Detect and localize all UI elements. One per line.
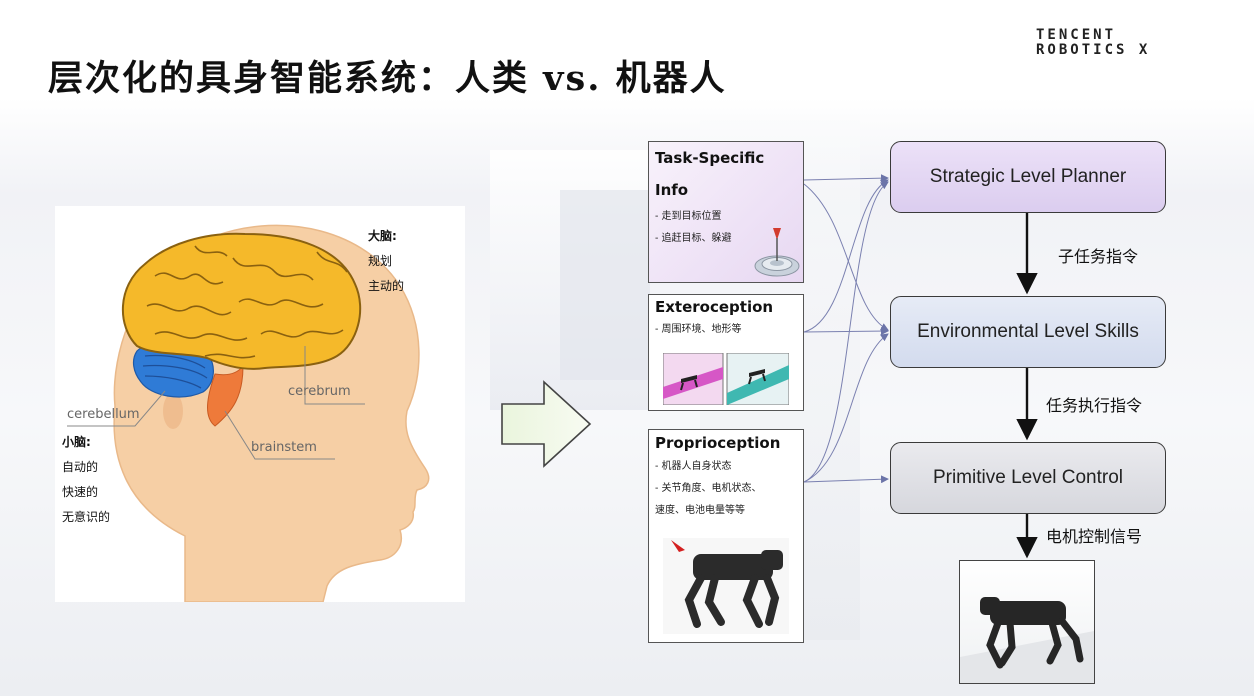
- logo-line-1: TENCENT: [1036, 27, 1117, 43]
- dano-heading: 大脑:: [368, 229, 397, 243]
- xiaonao-line: 自动的: [62, 460, 99, 474]
- logo-line-2: ROBOTICS X: [1036, 42, 1151, 58]
- background-light-panel: [560, 190, 650, 380]
- primitive-level-control-box: Primitive Level Control: [890, 442, 1166, 514]
- cerebrum-folds: [146, 245, 348, 359]
- motor-control-signal-label: 电机控制信号: [1046, 527, 1143, 546]
- xiaonao-annotation: 小脑: 自动的 快速的 无意识的: [62, 430, 110, 530]
- task-specific-info-box: Task-Specific Info - 走到目标位置 - 追赶目标、躲避: [648, 141, 804, 283]
- brain-illustration: [67, 224, 430, 602]
- environmental-level-skills-box: Environmental Level Skills: [890, 296, 1166, 368]
- ear: [163, 393, 183, 429]
- robot-dog-image: [960, 597, 1094, 683]
- task-bullet: - 走到目标位置: [655, 211, 722, 222]
- terrain-images: [663, 353, 789, 405]
- cerebellum-leader-line: [67, 390, 166, 427]
- proprioception-bullet: 速度、电池电量等等: [655, 505, 745, 516]
- task-specific-title-line2: Info: [655, 181, 689, 199]
- xiaonao-line: 无意识的: [62, 510, 111, 524]
- exteroception-title: Exteroception: [655, 298, 774, 316]
- target-icon: [754, 228, 800, 277]
- dano-line: 主动的: [368, 279, 405, 293]
- robot-dog-image: [663, 538, 789, 634]
- cerebellum-label: cerebellum: [67, 407, 140, 422]
- dano-line: 规划: [368, 254, 393, 268]
- proprioception-bullet: - 机器人自身状态: [655, 461, 732, 472]
- proprioception-box: Proprioception - 机器人自身状态 - 关节角度、电机状态、 速度…: [648, 429, 804, 643]
- tencent-robotics-logo: TENCENT ROBOTICS X: [1036, 28, 1150, 58]
- task-specific-title-line1: Task-Specific: [655, 149, 765, 167]
- brain-illustration-panel: cerebrum cerebellum brainstem 大脑: 规划 主动的…: [55, 206, 465, 602]
- proprioception-title: Proprioception: [655, 434, 781, 452]
- right-arrow-icon: [501, 380, 592, 468]
- subtask-command-label: 子任务指令: [1058, 247, 1139, 266]
- exteroception-bullet: - 周围环境、地形等: [655, 324, 742, 335]
- slide-title: 层次化的具身智能系统：人类 vs. 机器人: [48, 58, 727, 99]
- task-execution-command-label: 任务执行指令: [1046, 396, 1143, 415]
- xiaonao-heading: 小脑:: [62, 435, 91, 449]
- task-bullet: - 追赶目标、躲避: [655, 233, 732, 244]
- robot-output-image: [959, 560, 1095, 684]
- brainstem-label: brainstem: [251, 440, 317, 455]
- cerebrum-label: cerebrum: [288, 384, 351, 399]
- brainstem: [207, 364, 244, 427]
- xiaonao-line: 快速的: [62, 485, 99, 499]
- cerebrum-leader-line: [304, 346, 365, 405]
- dano-annotation: 大脑: 规划 主动的: [368, 224, 404, 299]
- strategic-level-planner-box: Strategic Level Planner: [890, 141, 1166, 213]
- exteroception-box: Exteroception - 周围环境、地形等: [648, 294, 804, 411]
- proprioception-bullet: - 关节角度、电机状态、: [655, 483, 762, 494]
- brainstem-leader-line: [224, 410, 335, 460]
